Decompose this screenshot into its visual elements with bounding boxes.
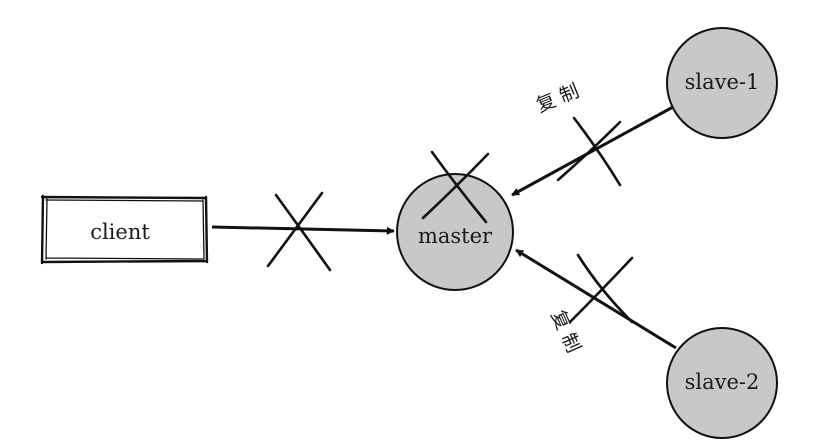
slave-2-node: slave-2: [666, 327, 778, 439]
cross-mark-master: [421, 150, 490, 224]
client-to-master-arrow: [211, 225, 395, 235]
master-node: master: [396, 173, 514, 291]
cross-mark-slave-1-edge: [556, 116, 622, 187]
master-label: master: [418, 224, 493, 248]
slave-2-to-master-arrow: [515, 248, 677, 350]
slave-1-node: slave-1: [666, 27, 778, 139]
slave-1-label: slave-1: [685, 70, 760, 94]
slave-1-edge-label: 复 制: [533, 80, 582, 117]
client-label: client: [90, 220, 150, 244]
slave-2-label: slave-2: [685, 370, 760, 394]
slave-1-to-master-arrow: [511, 105, 674, 197]
cross-mark-slave-2-edge: [568, 253, 634, 324]
cross-mark-client-edge: [266, 191, 332, 272]
client-node: client: [40, 194, 209, 265]
